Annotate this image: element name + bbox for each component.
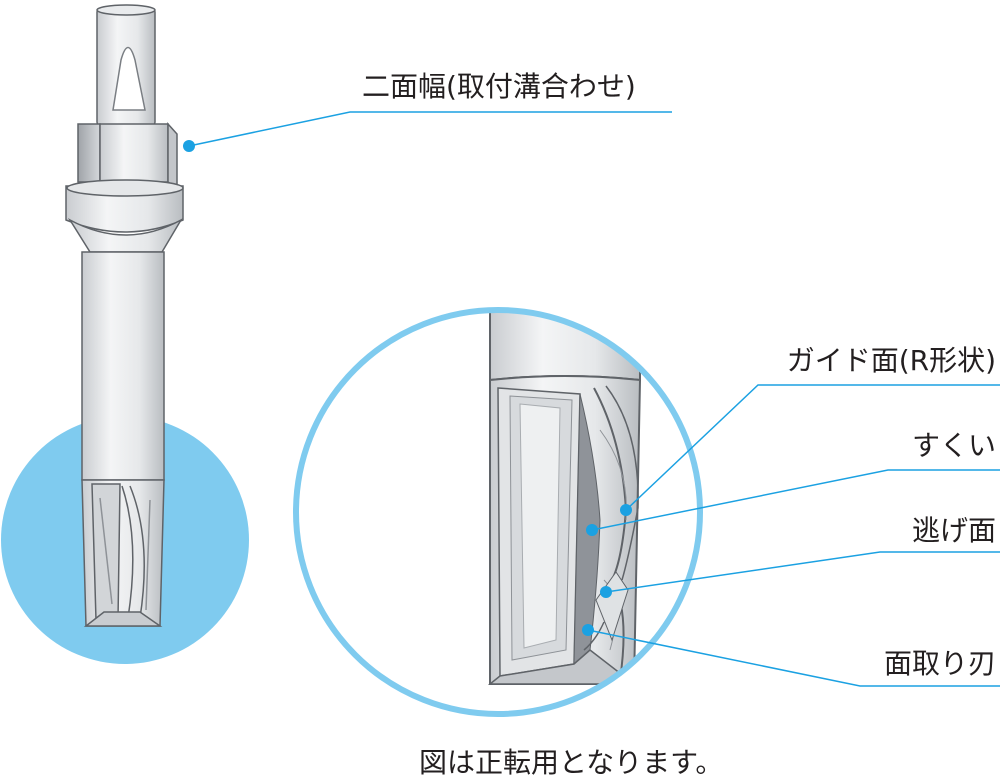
flats-label: 二面幅(取付溝合わせ): [362, 70, 636, 103]
guide-face-leader-line: [625, 384, 1000, 511]
zoom-ring: [293, 307, 703, 717]
rake-leader-line: [591, 469, 1000, 531]
rake-label: すくい: [912, 429, 996, 462]
flats-leader-line: [188, 111, 672, 147]
relief-face-label: 逃げ面: [912, 514, 996, 547]
zoom-detail: [296, 310, 700, 714]
figure-caption: 図は正転用となります。: [419, 746, 723, 779]
guide-face-label: ガイド面(R形状): [787, 344, 996, 377]
chamfer-edge-label: 面取り刃: [884, 647, 996, 680]
chamfer-edge-leader-line: [587, 629, 1000, 687]
drill-bit-full: [65, 4, 184, 627]
relief-face-leader-line: [605, 551, 1000, 593]
